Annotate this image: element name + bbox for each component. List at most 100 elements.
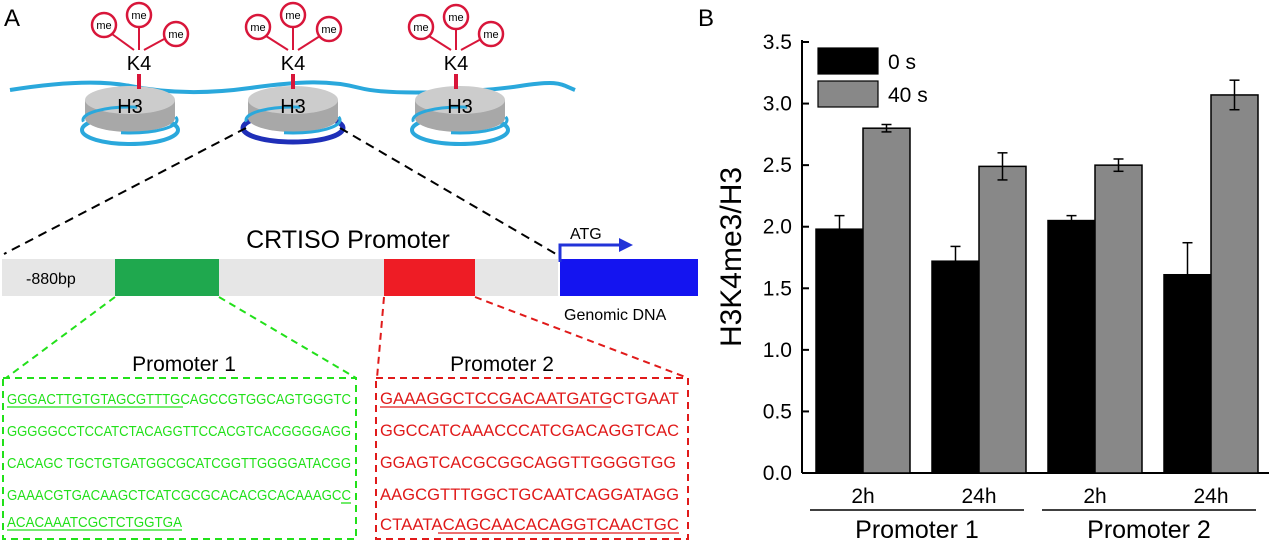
atg-label: ATG — [570, 226, 602, 243]
methyl-circle-3a — [407, 13, 435, 41]
promoter-title: CRTISO Promoter — [246, 226, 450, 254]
methyl-circle-3b — [442, 3, 470, 31]
p1-seq-line: GAAACGTGACAAGCTCATCGCGCACACGCACAAAGCC — [7, 488, 351, 504]
me-label-1a: me — [96, 20, 111, 32]
histone-top-1 — [85, 86, 175, 114]
p2-seq-line: GGAGTCACGCGGCAGGTTGGGGTGG — [380, 454, 676, 472]
me-label-3a: me — [413, 22, 428, 34]
methyl-stem-3a — [428, 35, 452, 51]
methyl-circle-2b — [279, 1, 307, 29]
h3-label-3: H3 — [447, 96, 473, 118]
y-tick-label: 0.5 — [763, 400, 792, 423]
promoter2-seq-box — [375, 377, 689, 540]
methyl-stem-1a — [111, 33, 135, 51]
me-label-2b: me — [285, 10, 300, 22]
y-tick-label: 1.0 — [763, 339, 792, 362]
nucleosome-1: H3 K4 me me me — [80, 1, 190, 146]
me-label-2c: me — [321, 24, 336, 36]
legend-swatch — [817, 80, 879, 108]
y-tick-label: 3.5 — [763, 31, 792, 54]
zoom-line-right — [339, 127, 557, 255]
p2-seq-line: CTAATACAGCAACACAGGTCAACTGC — [380, 516, 679, 534]
panel-b-label: B — [698, 5, 714, 32]
promoter1-title: Promoter 1 — [132, 353, 236, 376]
histone-top-2 — [248, 86, 338, 114]
legend-label: 0 s — [888, 51, 916, 74]
x-tick-label: 24h — [1193, 485, 1228, 508]
y-axis-label: H3K4me3/H3 — [715, 167, 748, 347]
chart-area: 0.0 0.5 1.0 1.5 2.0 2.5 3.0 3.5 2h 24h 2h 24hPromot… — [763, 31, 1269, 544]
dna-strand — [9, 80, 576, 95]
promoter2-zoom-left — [376, 296, 385, 379]
bar — [931, 260, 980, 474]
bar — [978, 165, 1027, 474]
methyl-stem-2c — [297, 35, 321, 51]
p1-seq-line: ACACAAATCGCTCTGGTGA — [7, 515, 182, 531]
group-label: Promoter 2 — [1087, 516, 1211, 544]
promoter1-sequence: GGGACTTGTGTAGCGTTTGCAGCCGTGGCAGTGGGTC GG… — [7, 392, 351, 531]
methyl-circle-2c — [315, 15, 343, 43]
bar — [815, 228, 864, 474]
me-label-2a: me — [250, 22, 265, 34]
me-label-3c: me — [483, 29, 498, 41]
k4-label-1: K4 — [127, 53, 151, 75]
h3-label-2: H3 — [280, 96, 306, 118]
panel-a-label: A — [4, 5, 20, 32]
promoter1-zoom-right — [218, 296, 357, 379]
nucleosome-3: H3 K4 me me me — [407, 3, 510, 146]
dna-wrap-3b — [411, 105, 509, 135]
h3-label-1: H3 — [117, 96, 143, 118]
panel-b: B H3K4me3/H3 0.0 0.5 1.0 1.5 2.0 2.5 3.0 3.5 2h 2… — [698, 5, 1269, 544]
p1-seq-line: GGGACTTGTGTAGCGTTTGCAGCCGTGGCAGTGGGTC — [7, 392, 351, 408]
p1-seq-line: CACAGC TGCTGTGATGGCGCATCGGTTGGGGATACGG — [7, 456, 351, 472]
x-tick-label: 2h — [1083, 485, 1106, 508]
p2-seq-line: GGCCATCAAACCCATCGACAGGTCAC — [380, 422, 679, 440]
me-label-3b: me — [448, 12, 463, 24]
me-label-1c: me — [168, 29, 183, 41]
promoter1-region — [115, 259, 219, 296]
y-tick-label: 2.0 — [763, 216, 792, 239]
atg-arrow — [558, 243, 622, 262]
promoter2-sequence: GAAAGGCTCCGACAATGATGCTGAAT GGCCATCAAACCC… — [380, 390, 679, 534]
promoter2-region — [384, 259, 475, 296]
p2-seq-line: GAAAGGCTCCGACAATGATGCTGAAT — [380, 390, 679, 408]
me-label-1b: me — [131, 10, 146, 22]
group-label: Promoter 1 — [855, 516, 979, 544]
legend-swatch — [817, 47, 879, 75]
y-tick-label: 1.5 — [763, 277, 792, 300]
x-tick-label: 2h — [851, 485, 874, 508]
bar — [1047, 219, 1096, 474]
y-tick-label: 3.0 — [763, 93, 792, 116]
methyl-stem-1c — [143, 37, 167, 51]
zoom-line-left — [3, 127, 247, 255]
y-tick-label: 2.5 — [763, 154, 792, 177]
dna-wrap-2 — [244, 105, 342, 135]
methyl-circle-2a — [244, 13, 272, 41]
promoter1-zoom-left — [5, 296, 116, 379]
p2-seq-line: AAGCGTTTGGCTGCAATCAGGATAGG — [380, 486, 679, 504]
promoter2-title: Promoter 2 — [450, 353, 554, 376]
genomic-dna-label: Genomic DNA — [564, 307, 667, 324]
p1-seq-line: GGGGGCCTCCATCTACAGGTTCCACGTCACGGGGAGG — [7, 424, 351, 440]
promoter2-zoom-right — [474, 296, 689, 379]
y-tick-label: 0.0 — [763, 462, 792, 485]
k4-label-2: K4 — [281, 53, 305, 75]
methyl-circle-1c — [162, 20, 190, 48]
x-tick-label: 24h — [961, 485, 996, 508]
bar — [1210, 94, 1259, 474]
bar — [862, 127, 911, 474]
bar — [1094, 164, 1143, 474]
k4-label-3: K4 — [444, 53, 468, 75]
histone-top-3 — [415, 86, 505, 114]
atg-arrowhead-icon — [619, 238, 633, 252]
methyl-stem-2a — [265, 35, 289, 51]
legend-label: 40 s — [888, 84, 928, 107]
methyl-circle-3c — [477, 20, 505, 48]
promoter1-seq-box — [2, 377, 357, 540]
nucleosome-2: H3 K4 me me me — [240, 1, 346, 145]
dna-wrap-1b — [81, 105, 179, 135]
methyl-circle-1b — [125, 1, 153, 29]
genomic-dna-region — [560, 259, 698, 296]
methyl-circle-1a — [90, 11, 118, 39]
